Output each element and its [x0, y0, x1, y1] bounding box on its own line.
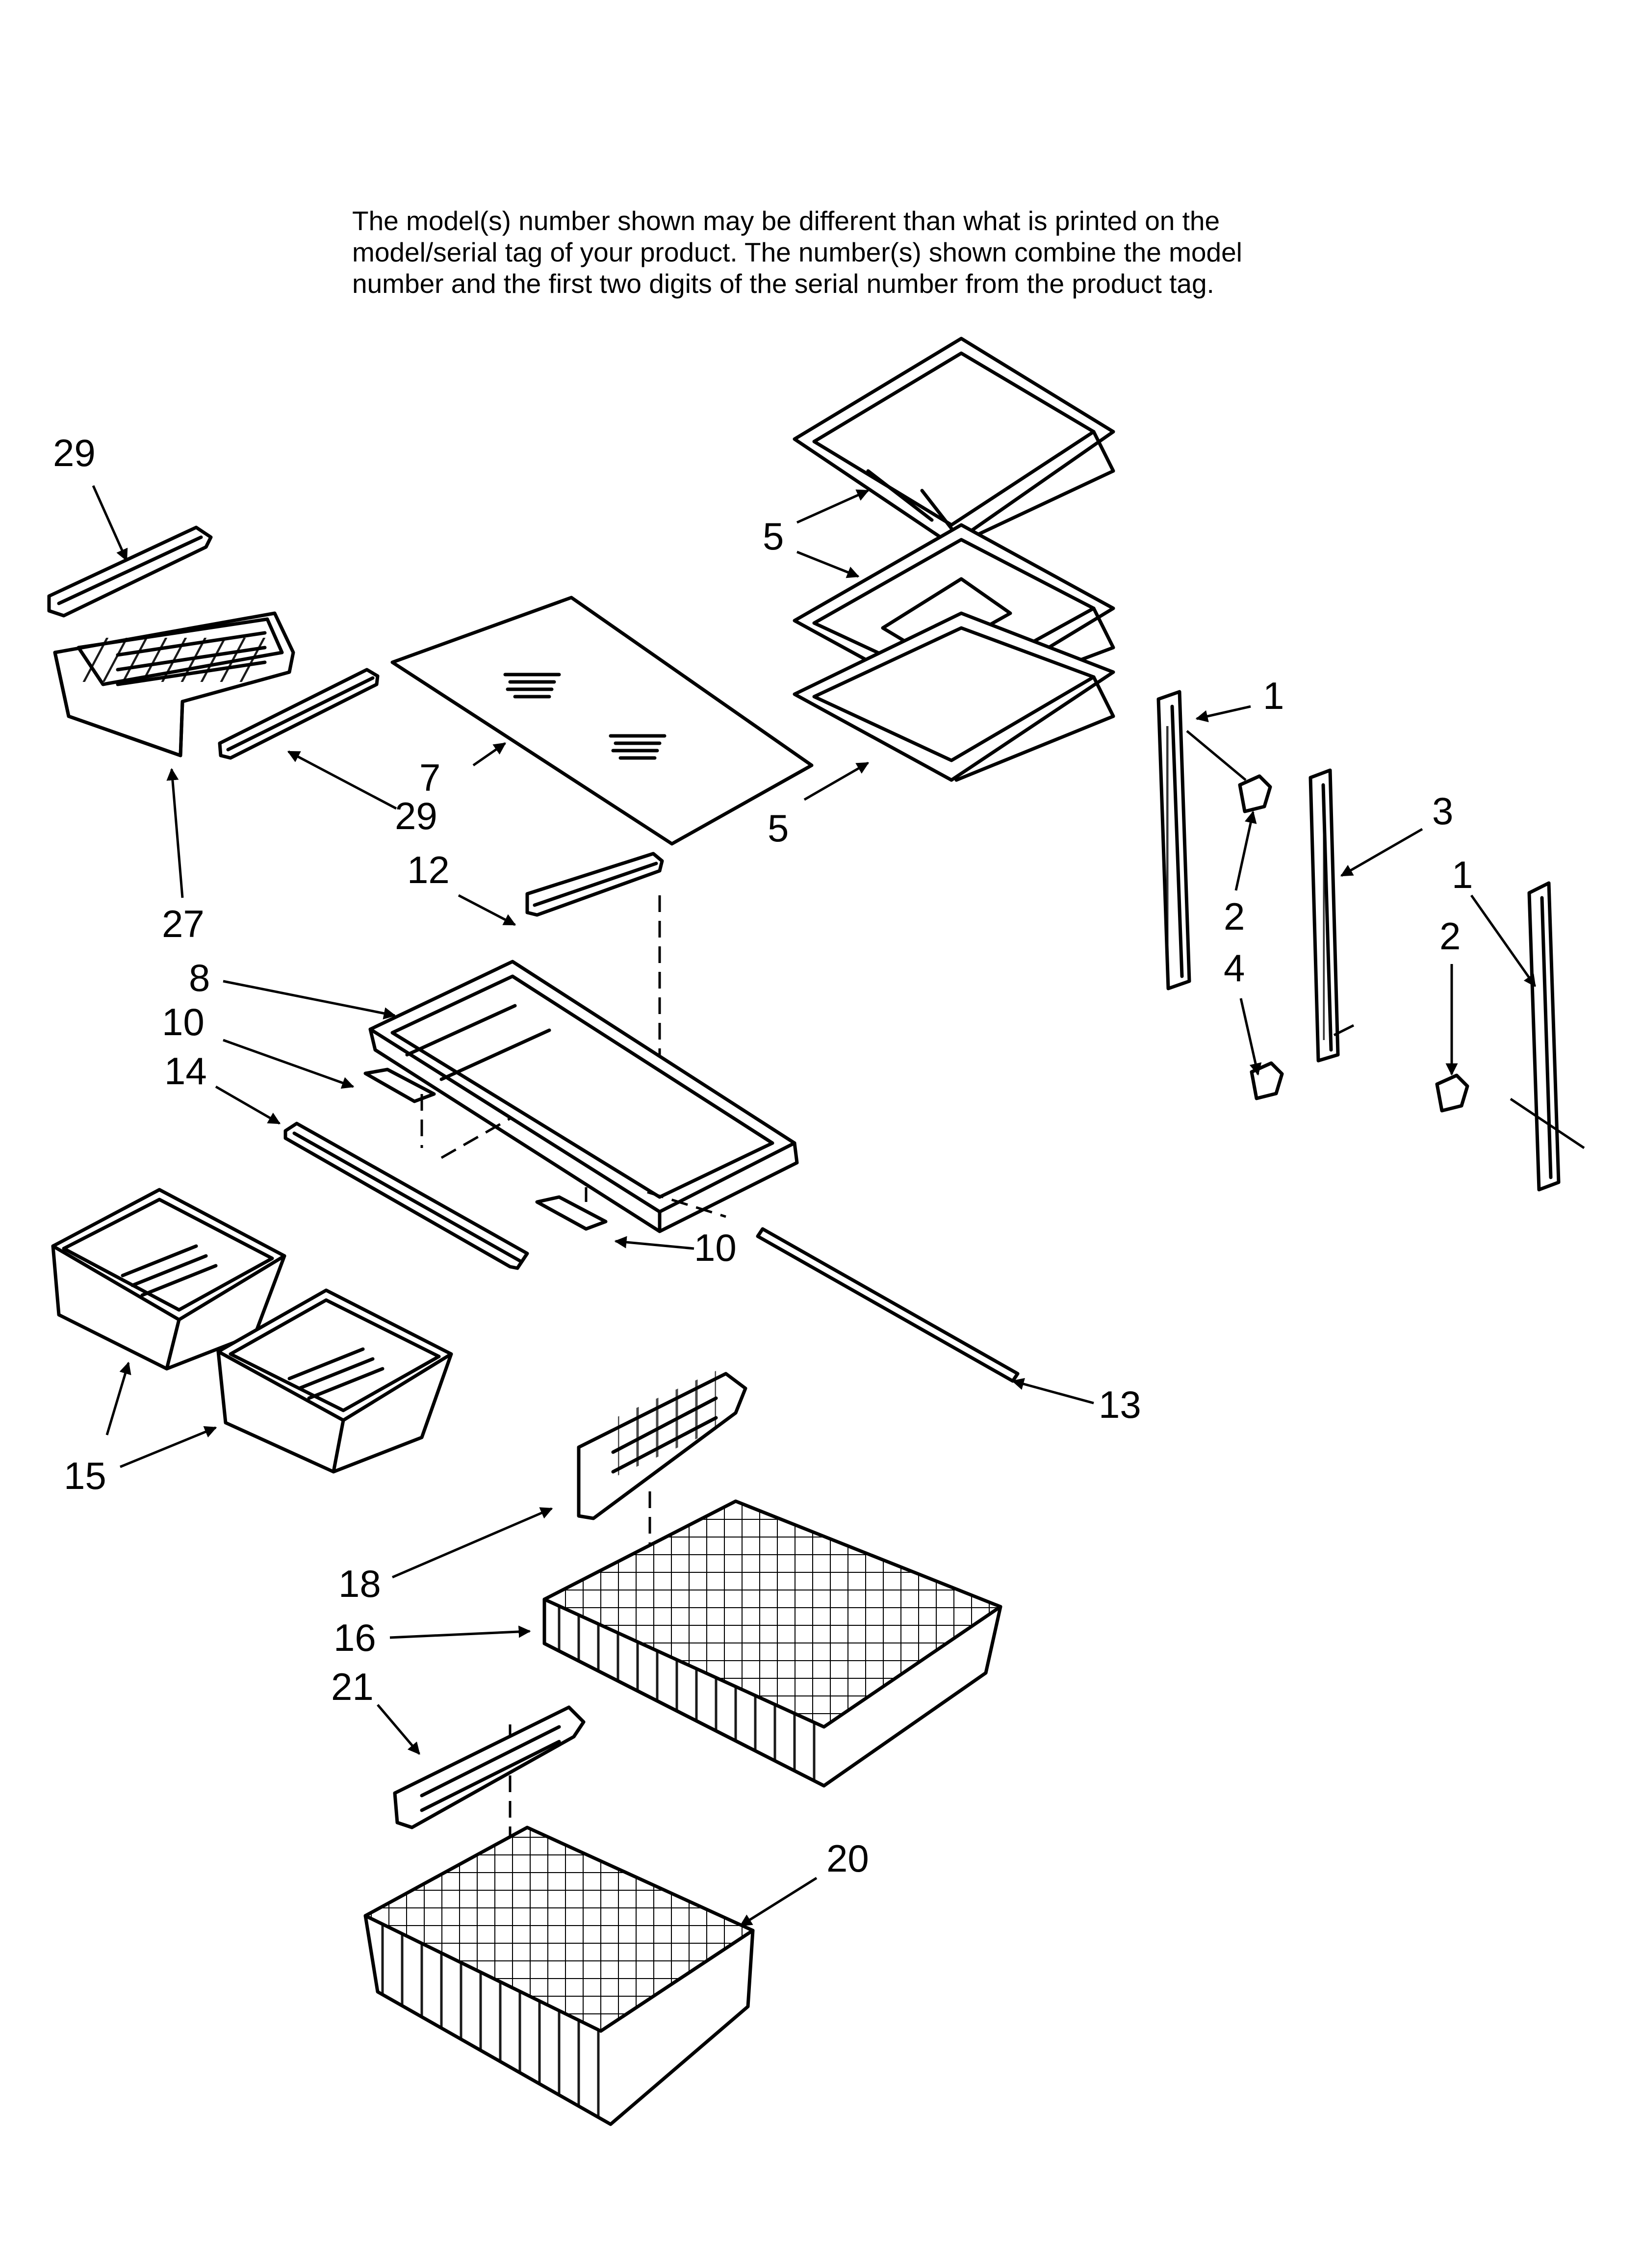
bottom-shelf-frame: [368, 960, 799, 1233]
callout-5-upper: 5: [763, 515, 784, 558]
shelf-ladder-left: [1156, 690, 1191, 991]
callout-4: 4: [1224, 946, 1245, 990]
note-line-2: model/serial tag of your product. The nu…: [352, 237, 1242, 267]
basket-divider-lower: [393, 1705, 586, 1829]
callout-10-lower: 10: [694, 1226, 737, 1269]
callout-15: 15: [64, 1454, 106, 1497]
callout-3: 3: [1432, 789, 1453, 833]
shelf-divider-bar: [283, 1121, 529, 1270]
callout-2-right: 2: [1439, 914, 1461, 958]
callout-1-left: 1: [1263, 674, 1284, 717]
upper-crisper-drawer: [53, 611, 295, 757]
callout-18: 18: [338, 1562, 381, 1605]
callout-27: 27: [162, 902, 205, 945]
callout-14: 14: [164, 1049, 207, 1093]
callout-7: 7: [419, 756, 440, 799]
crisper-bin-left: [51, 1188, 286, 1371]
crisper-bin-right: [216, 1288, 453, 1474]
callout-20: 20: [826, 1837, 869, 1880]
callout-29-rail-side: 29: [395, 794, 437, 837]
upper-shelf-1: [793, 337, 1115, 547]
lower-wire-basket: [363, 1825, 755, 2126]
basket-divider-upper: [577, 1371, 747, 1520]
callout-2-left: 2: [1224, 895, 1245, 938]
callout-5-lower: 5: [768, 807, 789, 850]
callout-8: 8: [189, 956, 210, 999]
shelf-clips: [363, 1068, 608, 1231]
shelf-ladder-right: [1527, 881, 1561, 1192]
leader-arrows: [92, 485, 1537, 1927]
note-line-3: number and the first two digits of the s…: [352, 268, 1214, 299]
mounting-screws: [1186, 730, 1585, 1149]
shelf-rod: [756, 1227, 1020, 1383]
drawer-rail-top: [47, 525, 213, 618]
model-number-note: The model(s) number shown may be differe…: [352, 205, 1382, 299]
callout-1-right: 1: [1452, 853, 1473, 896]
callout-21: 21: [331, 1665, 374, 1708]
callout-10-upper: 10: [162, 1000, 205, 1043]
callout-12: 12: [407, 848, 450, 891]
callout-29-rail-top: 29: [53, 431, 96, 474]
upper-wire-basket: [542, 1499, 1002, 1788]
shelf-ladder-middle: [1308, 768, 1340, 1063]
note-line-1: The model(s) number shown may be differe…: [352, 206, 1220, 236]
callout-16: 16: [334, 1616, 376, 1659]
shelf-front-trim: [525, 852, 664, 917]
drawer-rail-side: [218, 668, 380, 760]
callout-labels: 29 27 29 7 5 5 1 3 1 2 4 2 12 8 10 14 10…: [53, 431, 1473, 1880]
upper-shelf-3: [793, 611, 1115, 782]
callout-13: 13: [1099, 1383, 1141, 1426]
glass-shelf: [390, 596, 814, 846]
